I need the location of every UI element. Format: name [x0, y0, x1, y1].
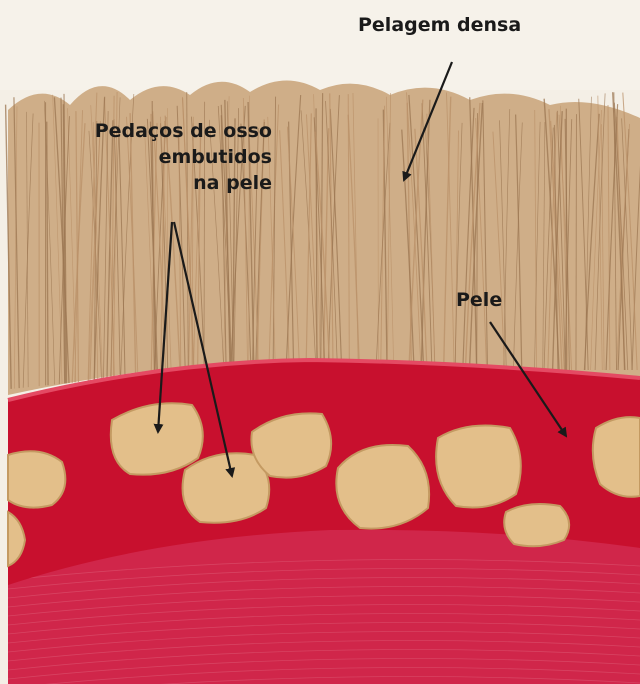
bone-label-line-2: embutidos: [95, 144, 272, 170]
bone-piece: [593, 417, 640, 497]
page-background-top: [0, 0, 640, 90]
bone-piece: [504, 504, 569, 546]
bone-piece: [183, 453, 270, 522]
bone-label-line-3: na pele: [95, 170, 272, 196]
bone-piece: [111, 403, 203, 474]
bone-piece: [336, 445, 429, 529]
skin-label: Pele: [456, 287, 502, 313]
fur-label: Pelagem densa: [358, 12, 521, 38]
bone-pieces-label: Pedaços de osso embutidos na pele: [95, 118, 272, 196]
bone-label-line-1: Pedaços de osso: [95, 118, 272, 144]
bone-piece: [436, 426, 521, 508]
bone-piece: [8, 451, 65, 507]
